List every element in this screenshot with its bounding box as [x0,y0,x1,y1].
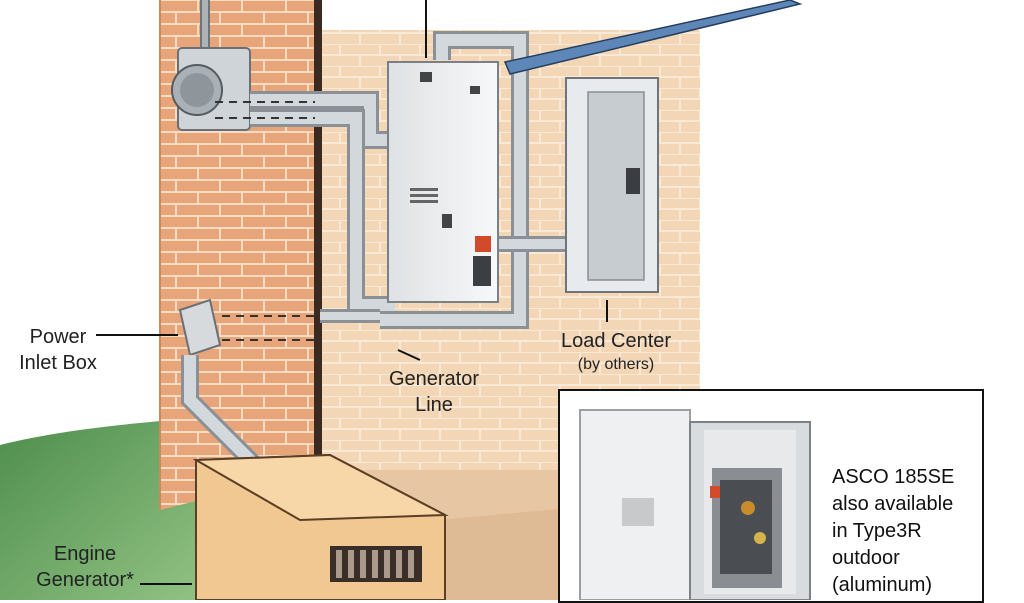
inset-caption-line: also available [832,491,954,518]
inset-caption-line: (aluminum) [832,572,954,599]
inset-caption-line: in Type3R [832,518,954,545]
service-riser [200,0,210,55]
load-center-label: Load Center [546,328,686,354]
transfer-switch [388,62,498,302]
electric-meter [172,48,250,130]
load-center-note: (by others) [556,355,676,375]
corner-post [314,0,322,460]
inset-caption: ASCO 185SE also available in Type3R outd… [832,464,954,599]
load-center [566,78,658,292]
asco-185se-photo [570,398,830,600]
generator-line-label: Generator Line [374,366,494,418]
inset-caption-line: ASCO 185SE [832,464,954,491]
engine-generator-label: Engine Generator* [30,541,140,593]
power-inlet-box-label: Power Inlet Box [8,324,108,376]
inset-caption-line: outdoor [832,545,954,572]
